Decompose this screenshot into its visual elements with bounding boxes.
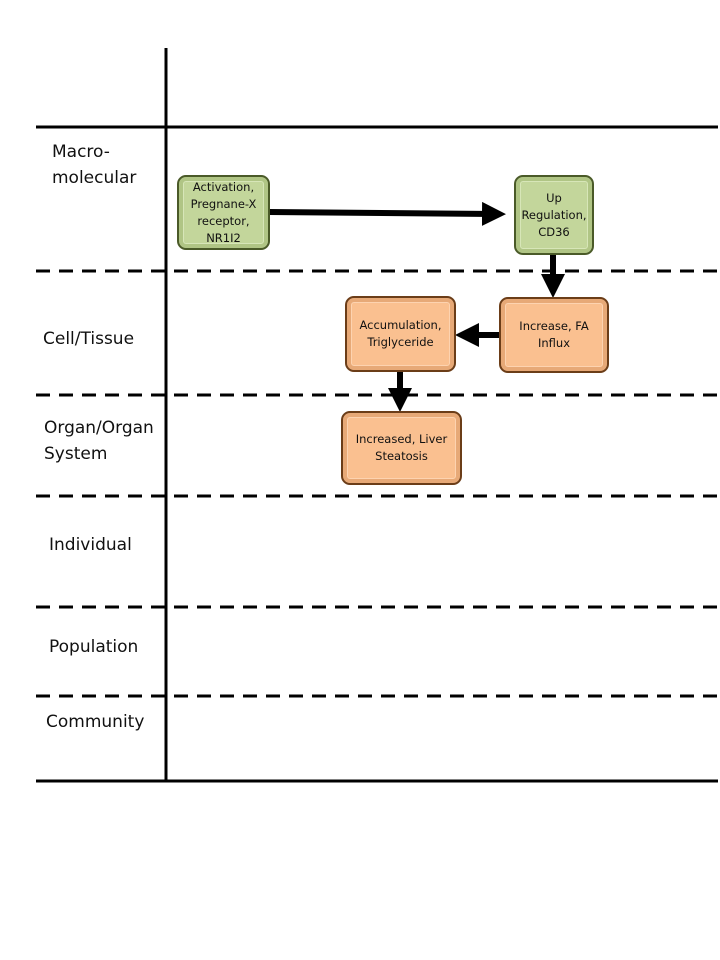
- node-upregulation-cd36[interactable]: Up Regulation, CD36: [514, 175, 594, 255]
- level-population: Population: [49, 637, 139, 657]
- node-accumulation-triglyceride[interactable]: Accumulation, Triglyceride: [345, 296, 456, 372]
- node-liver-steatosis[interactable]: Increased, Liver Steatosis: [341, 411, 462, 485]
- level-organ-system: Organ/Organ System: [44, 418, 154, 464]
- node-activation-pxr[interactable]: Activation, Pregnane-X receptor, NR1I2: [177, 175, 270, 250]
- node-increase-fa-influx[interactable]: Increase, FA Influx: [499, 297, 609, 373]
- level-individual: Individual: [49, 535, 132, 555]
- level-macromolecular: Macro- molecular: [52, 142, 137, 188]
- level-community: Community: [46, 712, 145, 732]
- arrow-pxr-to-cd36: [268, 201, 506, 226]
- level-cell-tissue: Cell/Tissue: [43, 329, 135, 349]
